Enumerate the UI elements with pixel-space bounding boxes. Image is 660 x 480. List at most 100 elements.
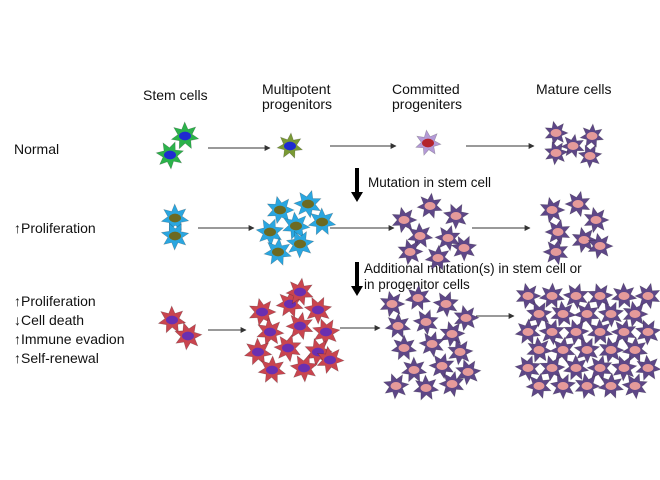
cell-committed-cancer (400, 356, 428, 383)
cell-progenitor-prolif (293, 189, 322, 219)
cell-stem-cancer (174, 321, 203, 351)
cell-mature-cancer (562, 282, 589, 310)
cell-mature-normal (543, 140, 569, 166)
cell-stem-prolif (160, 222, 190, 251)
cell-progenitor-cancer (248, 297, 277, 327)
cell-committed-cancer (454, 358, 482, 386)
cell-mature-prolif (542, 238, 569, 266)
cell-committed-cancer (412, 308, 439, 336)
cell-committed-cancer (432, 291, 460, 318)
note-mutation-stem: Mutation in stem cell (368, 175, 492, 190)
cell-mature-cancer (573, 337, 601, 364)
row-label-proliferation: ↑Proliferation (14, 220, 96, 236)
cell-progenitor-cancer (289, 354, 319, 383)
cell-progenitor-cancer (256, 317, 285, 347)
cell-stem-normal (170, 121, 200, 150)
cell-mature-cancer (526, 336, 553, 364)
cell-mature-cancer (634, 319, 660, 346)
cell-mature-cancer (634, 282, 660, 310)
cell-stem-cancer (157, 305, 187, 334)
column-label-stem: Stem cells (143, 87, 208, 103)
arrow-down-mutation (351, 168, 363, 202)
cell-progenitor-prolif (263, 237, 293, 266)
cell-mature-cancer (634, 354, 660, 382)
cell-mature-cancer (538, 282, 566, 309)
cell-mature-prolif (564, 190, 591, 218)
cell-progenitor-prolif (307, 207, 337, 236)
cell-mature-normal (579, 123, 605, 148)
cell-committed-cancer (438, 370, 465, 398)
cell-committed-prolif (450, 235, 478, 262)
cell-mature-cancer (621, 372, 649, 400)
column-label-multipotent: Multipotent progenitors (262, 81, 333, 112)
cell-committed-cancer (439, 320, 466, 348)
cell-mature-cancer (515, 282, 542, 310)
row-label-cancer-1: ↑Proliferation (14, 293, 96, 309)
cell-progenitor-cancer (303, 296, 333, 325)
cell-mature-cancer (549, 336, 576, 364)
cell-mature-cancer (598, 336, 625, 364)
cell-stem-prolif (160, 203, 190, 232)
cell-mature-prolif (571, 226, 598, 254)
row-label-normal: Normal (14, 141, 60, 157)
cell-mature-cancer (610, 282, 638, 309)
cell-mature-normal (544, 120, 569, 146)
cell-mature-cancer (622, 300, 649, 328)
cell-mature-cancer (587, 282, 614, 310)
cell-mature-cancer (563, 318, 590, 346)
row-label-cancer-4: ↑Self-renewal (14, 350, 99, 366)
cell-committed-cancer (384, 312, 412, 339)
cell-mature-cancer (621, 336, 649, 363)
cell-progenitor-cancer (273, 333, 302, 363)
cell-committed-prolif (397, 238, 424, 266)
cell-committed-normal (415, 129, 442, 157)
cell-committed-cancer (418, 330, 445, 358)
cell-committed-cancer (428, 352, 455, 380)
cell-mature-cancer (597, 301, 625, 328)
cell-mature-cancer (525, 301, 553, 328)
cell-mature-prolif (583, 206, 610, 234)
cell-progenitor-prolif (282, 211, 311, 241)
cell-committed-cancer (412, 374, 440, 401)
cell-committed-prolif (416, 192, 443, 220)
cell-mature-cancer (610, 318, 637, 346)
cell-progenitor-prolif (285, 230, 315, 259)
cell-committed-cancer (382, 373, 410, 400)
cell-mature-cancer (538, 318, 565, 346)
cell-progenitor-prolif (255, 218, 285, 247)
note-additional-mutation: Additional mutation(s) in stem cell or i… (364, 261, 582, 292)
cell-committed-cancer (447, 338, 474, 366)
cell-stem-normal (155, 141, 185, 170)
cell-mature-cancer (610, 355, 638, 382)
cell-committed-prolif (424, 244, 452, 271)
cell-multipotent-normal (276, 132, 304, 159)
cell-mature-cancer (514, 318, 542, 345)
cell-progenitor-cancer (285, 277, 314, 307)
cell-mature-prolif (544, 218, 571, 246)
cell-committed-cancer (390, 334, 418, 361)
cell-progenitor-cancer (316, 345, 345, 375)
cell-committed-prolif (442, 203, 470, 230)
cell-mature-cancer (514, 354, 541, 382)
cell-mature-cancer (586, 318, 614, 345)
row-label-cancer-2: ↓Cell death (14, 312, 85, 328)
cell-mature-cancer (549, 373, 577, 400)
cell-progenitor-cancer (257, 355, 287, 384)
cell-mature-cancer (586, 354, 613, 382)
cell-mature-cancer (550, 300, 577, 328)
cell-mature-cancer (574, 372, 601, 400)
cell-progenitor-cancer (311, 318, 341, 347)
cell-mature-prolif (587, 232, 614, 260)
cell-mature-cancer (597, 372, 625, 399)
column-label-committed: Committed progeniters (392, 81, 463, 112)
cell-mature-cancer (562, 354, 590, 381)
cell-committed-cancer (379, 290, 406, 318)
cell-mature-prolif (539, 196, 566, 224)
cell-progenitor-prolif (266, 195, 295, 225)
cell-committed-prolif (391, 206, 418, 234)
cell-mature-normal (560, 133, 585, 159)
cell-committed-cancer (404, 284, 432, 311)
column-label-mature: Mature cells (536, 81, 612, 97)
